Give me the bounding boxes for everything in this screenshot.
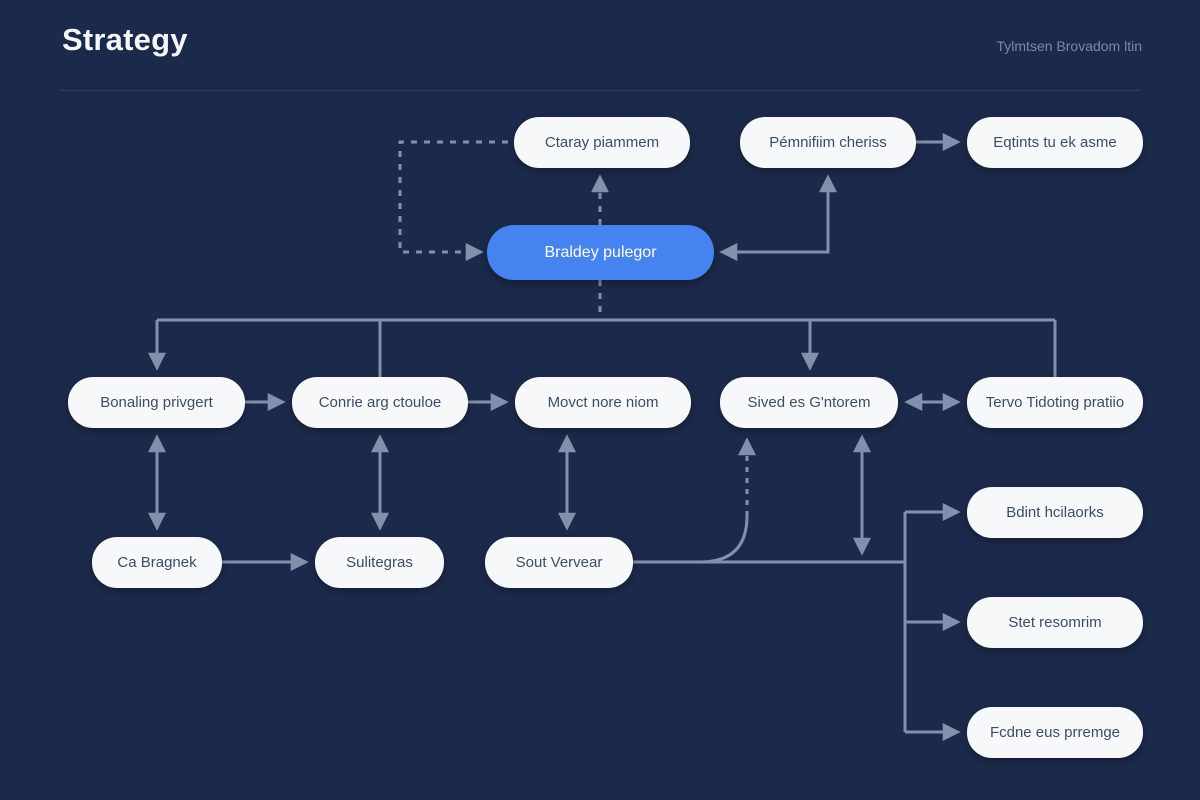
header-subtitle: Tylmtsen Brovadom ltin: [996, 38, 1143, 54]
wire-top2-hub: [719, 174, 837, 261]
flow-node-hub-highlighted[interactable]: Braldey pulegor: [487, 225, 714, 280]
wire-top1-hub-dashed: [398, 140, 508, 261]
flow-node-right-3[interactable]: Fcdne eus prremge: [967, 707, 1143, 758]
flow-node-mid-5[interactable]: Tervo Tidoting pratiio: [967, 377, 1143, 428]
wire-bus-curve: [699, 515, 749, 564]
flow-node-low-2[interactable]: Sulitegras: [315, 537, 444, 588]
page-title: Strategy: [62, 22, 188, 57]
flow-node-mid-2[interactable]: Conrie arg ctouloe: [292, 377, 468, 428]
flow-node-mid-4[interactable]: Sived es G'ntorem: [720, 377, 898, 428]
flow-node-low-3[interactable]: Sout Vervear: [485, 537, 633, 588]
flow-node-right-2[interactable]: Stet resomrim: [967, 597, 1143, 648]
flow-node-mid-3[interactable]: Movct nore niom: [515, 377, 691, 428]
flow-node-right-1[interactable]: Bdint hcilaorks: [967, 487, 1143, 538]
header-divider: [60, 90, 1140, 91]
flow-node-low-1[interactable]: Ca Bragnek: [92, 537, 222, 588]
flow-node-top-2[interactable]: Pémnifiim cheriss: [740, 117, 916, 168]
flow-node-mid-1[interactable]: Bonaling privgert: [68, 377, 245, 428]
flow-node-top-1[interactable]: Ctaray piammem: [514, 117, 690, 168]
flow-node-top-3[interactable]: Eqtints tu ek asme: [967, 117, 1143, 168]
